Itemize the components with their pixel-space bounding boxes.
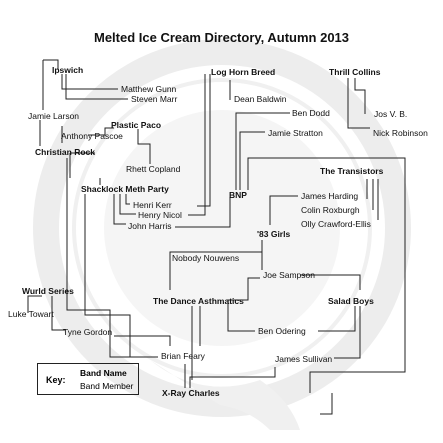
line-shacklock-henri <box>125 194 130 205</box>
line-thrill-nick <box>347 78 370 129</box>
line-loghorn-henry <box>188 74 206 216</box>
line-james-xray <box>189 367 276 388</box>
line-83-nobody <box>169 240 263 290</box>
member-john-harris: John Harris <box>128 221 172 231</box>
line-wurld-tyne <box>51 296 65 331</box>
member-nick-robinson: Nick Robinson <box>373 128 428 138</box>
line-ipswich-steven <box>65 74 128 100</box>
member-brian-feary: Brian Feary <box>161 351 205 361</box>
member-matthew-gunn: Matthew Gunn <box>121 84 177 94</box>
line-bnp-stratton <box>239 131 265 190</box>
line-bnp-bendodd <box>235 112 290 190</box>
line-joe-salad <box>300 274 361 290</box>
band-shacklock-meth-party: Shacklock Meth Party <box>81 184 169 194</box>
member-colin-roxburgh: Colin Roxburgh <box>301 205 360 215</box>
band-log-horn-breed: Log Horn Breed <box>211 67 276 77</box>
member-henri-kerr: Henri Kerr <box>133 200 172 210</box>
legend-label: Key: <box>46 375 66 385</box>
line-joe-ben <box>227 277 260 332</box>
member-henry-nicol: Henry Nicol <box>138 210 182 220</box>
member-nobody-nouwens: Nobody Nouwens <box>172 253 240 263</box>
legend-key: Key: Band Name Band Member <box>37 363 139 395</box>
line-wurld-luke <box>27 295 42 313</box>
line-bnp-john <box>175 197 231 228</box>
member-ben-odering: Ben Odering <box>258 326 306 336</box>
band-bnp: BNP <box>229 190 247 200</box>
band-wurld-series: Wurld Series <box>22 286 74 296</box>
band-x-ray-charles: X-Ray Charles <box>162 388 220 398</box>
member-olly-crawford-ellis: Olly Crawford-Ellis <box>301 219 371 229</box>
line-paco-anthony <box>88 127 114 136</box>
member-jamie-larson: Jamie Larson <box>28 111 80 121</box>
band-ipswich: Ipswich <box>52 65 84 75</box>
line-christian-brian <box>66 158 158 358</box>
line-paco-rhett <box>137 129 151 164</box>
member-james-sullivan: James Sullivan <box>275 354 333 364</box>
band-plastic-paco: Plastic Paco <box>111 120 162 130</box>
legend-band-member: Band Member <box>80 381 134 391</box>
member-rhett-copland: Rhett Copland <box>126 164 181 174</box>
line-salad-james <box>334 306 361 359</box>
line-shacklock-john <box>113 194 126 225</box>
band-the-transistors: The Transistors <box>320 166 384 176</box>
line-thrill-jos <box>354 78 366 114</box>
band-the-dance-asthmatics: The Dance Asthmatics <box>153 296 244 306</box>
legend-band-name: Band Name <box>80 368 127 378</box>
band-christian-rock: Christian Rock <box>35 147 95 157</box>
band-83-girls: '83 Girls <box>257 229 291 239</box>
line-james-bottom <box>320 393 333 415</box>
band-thrill-collins: Thrill Collins <box>329 67 381 77</box>
line-loghorn-henri <box>197 74 211 207</box>
member-anthony-pascoe: Anthony Pascoe <box>61 131 123 141</box>
member-luke-towart: Luke Towart <box>8 309 54 319</box>
line-salad-ben <box>318 306 356 332</box>
member-tyne-gordon: Tyne Gordon <box>63 327 113 337</box>
page-title: Melted Ice Cream Directory, Autumn 2013 <box>93 30 350 45</box>
member-dean-baldwin: Dean Baldwin <box>234 94 287 104</box>
member-ben-dodd: Ben Dodd <box>292 108 330 118</box>
member-steven-marr: Steven Marr <box>131 94 178 104</box>
band-salad-boys: Salad Boys <box>328 296 374 306</box>
line-shacklock-henry <box>119 194 136 215</box>
line-bnp-right <box>247 157 406 393</box>
line-tyne-brian <box>114 335 171 346</box>
member-jamie-stratton: Jamie Stratton <box>268 128 323 138</box>
member-james-harding: James Harding <box>301 191 359 201</box>
member-jos-vb: Jos V. B. <box>374 109 408 119</box>
line-ipswich-jamie-top <box>43 59 59 70</box>
line-harding-83 <box>269 195 298 225</box>
line-ipswich-matthew <box>61 74 118 90</box>
member-joe-sampson: Joe Sampson <box>263 270 315 280</box>
